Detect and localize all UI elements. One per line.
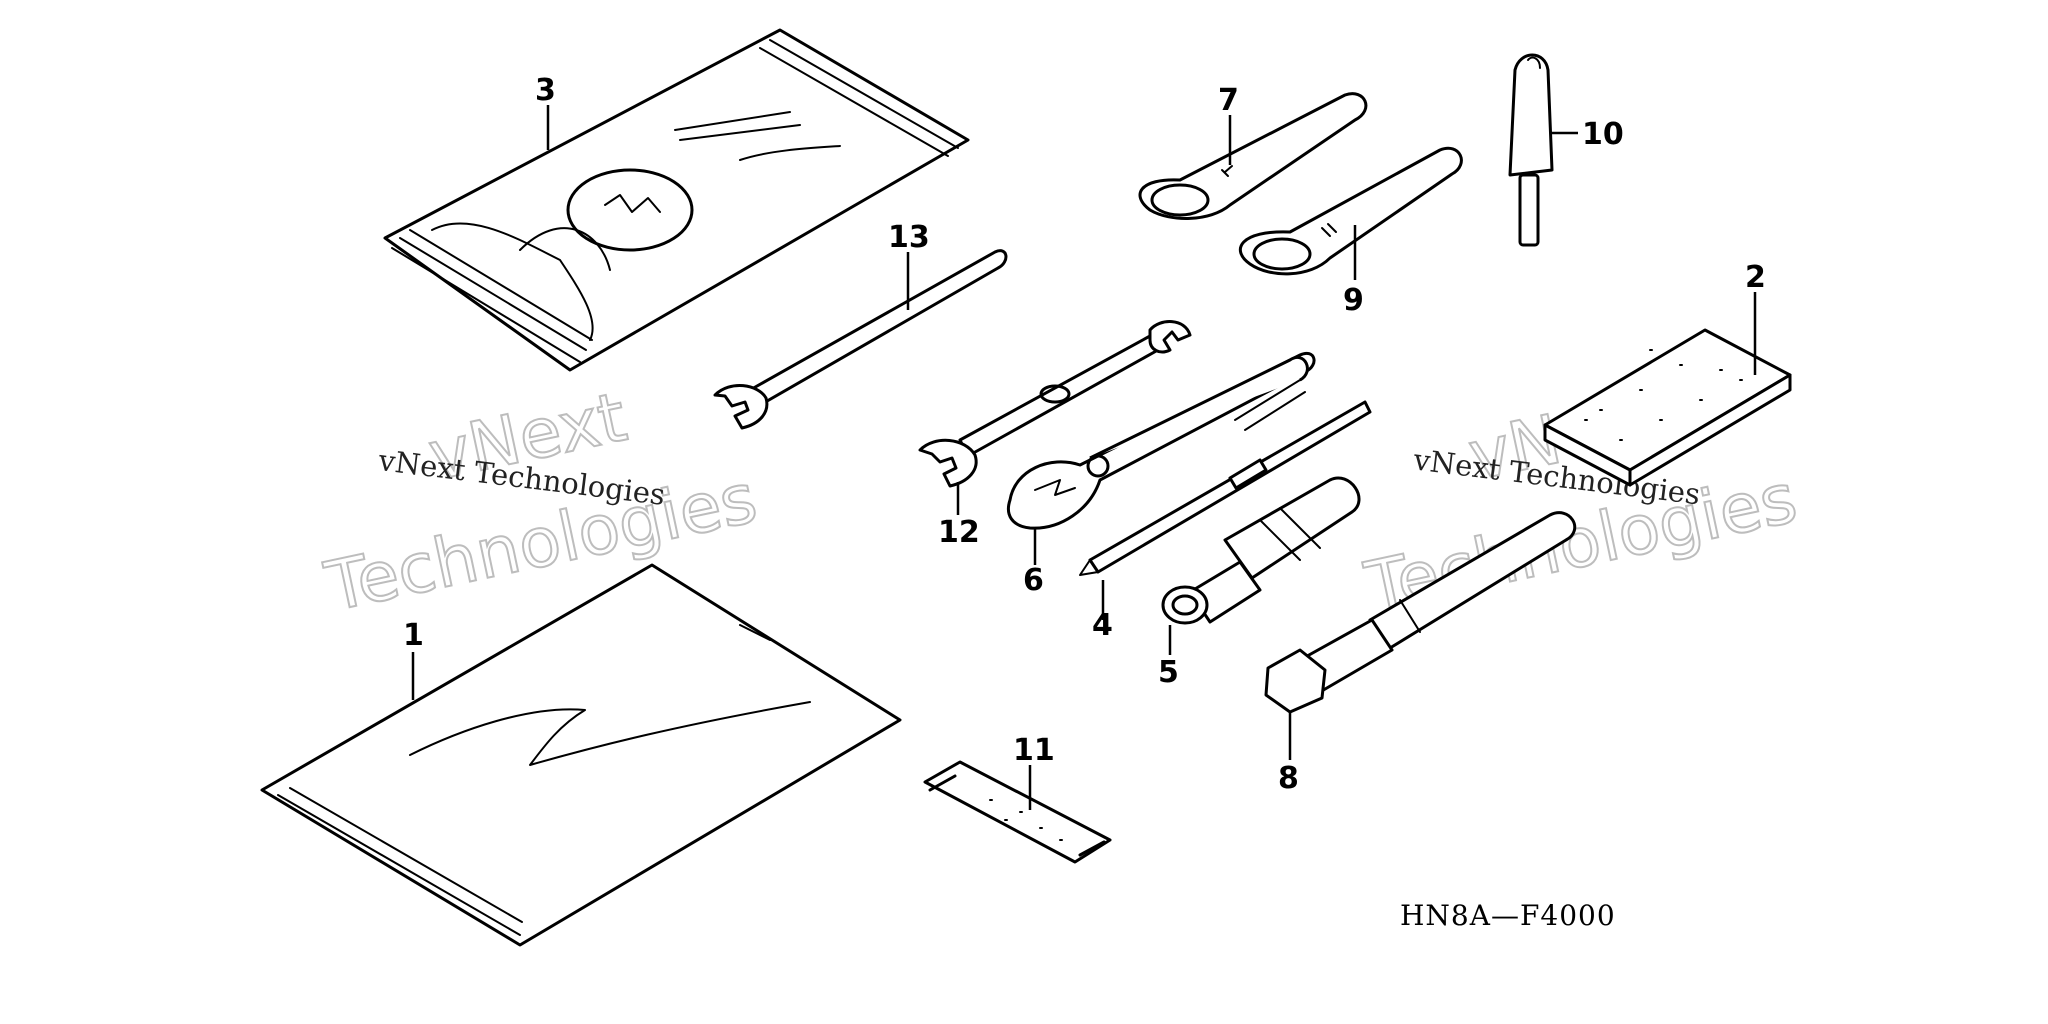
part-7-box-wrench [1138, 92, 1368, 220]
part-12-wrench [918, 320, 1192, 515]
callout-3: 3 [535, 73, 556, 108]
callout-12: 12 [938, 515, 980, 550]
part-2-pad [1543, 292, 1792, 487]
part-11-strap [923, 760, 1112, 864]
part-13-wrench [713, 249, 1008, 430]
callout-13: 13 [888, 220, 930, 255]
callout-1: 1 [403, 618, 424, 653]
part-1-pouch [260, 563, 902, 947]
callout-8: 8 [1278, 761, 1299, 796]
part-6-pliers [1006, 351, 1316, 565]
part-5-socket [1161, 476, 1361, 655]
part-10-screwdriver [1508, 53, 1578, 247]
callout-4: 4 [1092, 608, 1113, 643]
diagram-code: HN8A—F4000 [1400, 899, 1616, 932]
part-8-plug-wrench [1264, 511, 1577, 760]
callout-7: 7 [1218, 83, 1239, 118]
callout-6: 6 [1023, 563, 1044, 598]
part-3-tool-bag [383, 28, 970, 372]
callout-2: 2 [1745, 260, 1766, 295]
watermark-left: vNext Technologies vNext Technologies [318, 377, 765, 629]
part-9-box-wrench [1238, 146, 1463, 280]
callout-11: 11 [1013, 733, 1055, 768]
callout-5: 5 [1158, 655, 1179, 690]
callout-9: 9 [1343, 283, 1364, 318]
callout-10: 10 [1582, 117, 1624, 152]
part-4-screwdriver-bit [1079, 400, 1372, 620]
